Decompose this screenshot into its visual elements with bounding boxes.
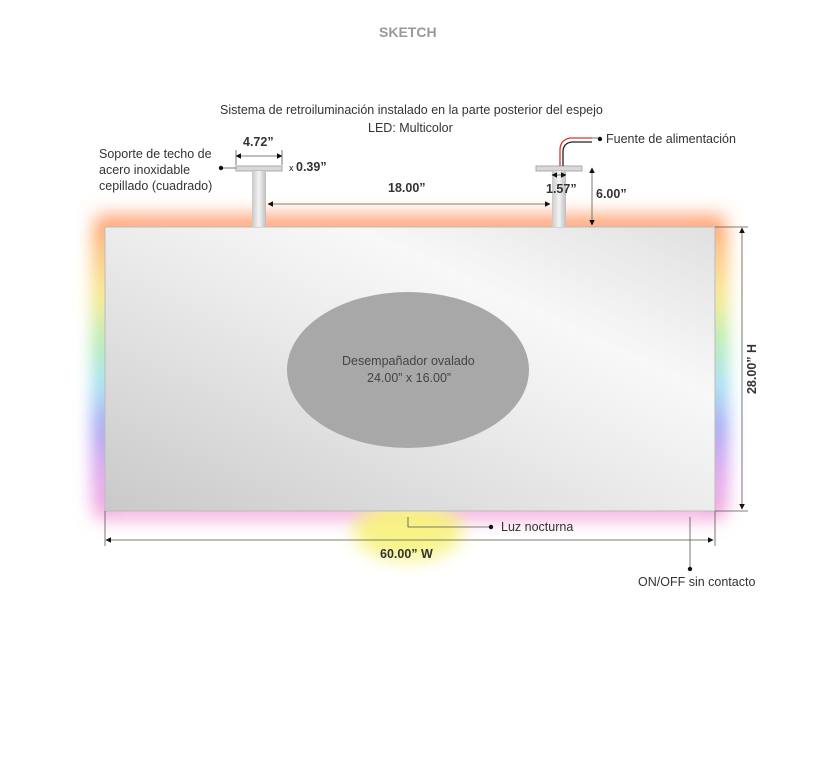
dim-post-height: 6.00” [596,187,627,201]
mount-label-line: Soporte de techo de [99,147,212,161]
svg-text:x: x [289,163,294,173]
sketch-title: SKETCH [379,24,437,40]
dim-height: 28.00” H [745,343,760,395]
mount-post-right [552,171,566,227]
mount-plate-right [535,165,583,172]
mount-post-left [252,171,266,227]
defogger-oval [287,292,529,448]
power-wire-black [562,141,592,166]
dim-post-width: 1.57” [546,182,577,196]
mount-label: Soporte de techo de acero inoxidable cep… [99,146,212,194]
dim-plate-width: 4.72” [243,135,274,149]
backlight-description: Sistema de retroiluminación instalado en… [220,103,603,117]
mount-plate-left [235,165,283,172]
dim-plate-thickness: 0.39” [296,160,327,174]
touchless-switch-label: ON/OFF sin contacto [638,575,756,589]
power-wire-red [559,137,592,166]
led-description: LED: Multicolor [368,121,453,135]
night-light-label: Luz nocturna [501,520,574,534]
mount-label-line: acero inoxidable [99,163,191,177]
dim-width: 60.00” W [380,547,433,561]
defogger-label: Desempañador ovalado [342,354,475,368]
mount-label-line: cepillado (cuadrado) [99,179,213,193]
dim-post-spacing: 18.00” [388,181,426,195]
power-supply-label: Fuente de alimentación [606,132,736,146]
defogger-size: 24.00” x 16.00” [367,371,452,385]
